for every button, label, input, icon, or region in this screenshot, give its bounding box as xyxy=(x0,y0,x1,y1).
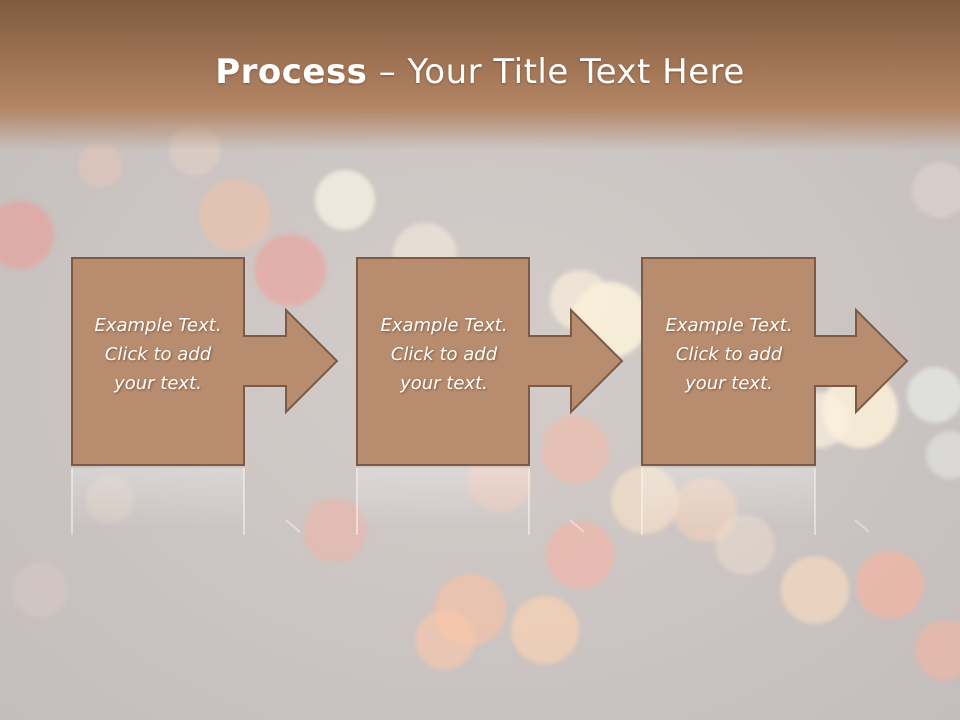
title-bold-text: Process xyxy=(215,52,368,92)
step-2-line-1: Example Text. xyxy=(380,315,508,336)
reflection-3 xyxy=(641,468,870,535)
arrow-box-3[interactable] xyxy=(641,257,909,466)
step-1-text[interactable]: Example Text. Click to add your text. xyxy=(71,311,245,398)
slide-title[interactable]: Process – Your Title Text Here xyxy=(0,52,960,92)
title-rest-text: – Your Title Text Here xyxy=(367,52,745,92)
reflection-2 xyxy=(356,468,585,535)
arrow-box-1[interactable] xyxy=(71,257,339,466)
step-1-line-1: Example Text. xyxy=(94,315,222,336)
step-2-text[interactable]: Example Text. Click to add your text. xyxy=(357,311,531,398)
step-1-line-3: your text. xyxy=(114,373,202,394)
title-band xyxy=(0,0,960,150)
step-3-line-3: your text. xyxy=(685,373,773,394)
reflection-1 xyxy=(71,468,301,535)
step-3-line-1: Example Text. xyxy=(665,315,793,336)
step-2-line-2: Click to add xyxy=(390,344,498,365)
step-2-line-3: your text. xyxy=(400,373,488,394)
step-3-line-2: Click to add xyxy=(675,344,783,365)
step-3-text[interactable]: Example Text. Click to add your text. xyxy=(642,311,816,398)
step-1-line-2: Click to add xyxy=(104,344,212,365)
arrow-box-2[interactable] xyxy=(356,257,624,466)
